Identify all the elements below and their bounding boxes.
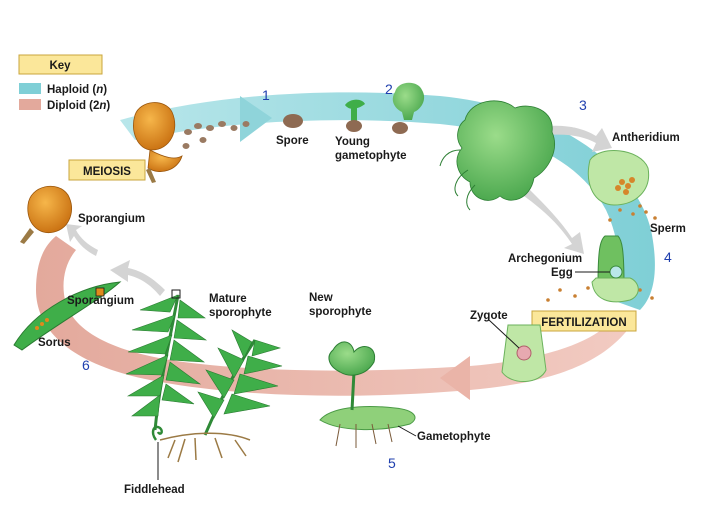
egg-icon [609,265,623,279]
stage-number-5: 5 [388,455,396,471]
haploid-swatch [19,83,41,94]
diploid-label: Diploid (2n) [47,100,110,112]
new-sporophyte-label-2: sporophyte [309,306,372,318]
mature-sporophyte-label-2: sporophyte [209,307,272,319]
diploid-swatch [19,99,41,110]
spore-label: Spore [276,135,309,147]
mature-gametophyte-icon [456,100,555,201]
sperm-label: Sperm [650,223,686,235]
fiddlehead-icon [151,425,163,441]
haploid-arrow-head [240,96,272,142]
mature-sporophyte-label: Mature [209,293,247,305]
diploid-arrow-head [440,356,470,400]
archegonium-icon [591,235,639,303]
stage-number-4: 4 [664,249,672,265]
sporangium-label: Sporangium [78,213,145,225]
stage-number-1: 1 [262,87,270,103]
fertilization-label: FERTILIZATION [541,317,626,329]
sporangium-leaf-label: Sporangium [67,295,134,307]
key-legend: Key Haploid (n) Diploid (2n) [18,54,110,112]
gametophyte-label: Gametophyte [417,431,491,443]
antheridium-label: Antheridium [612,132,680,144]
young-gametophyte-icon [345,82,425,134]
stage-number-6: 6 [82,357,90,373]
egg-label: Egg [551,267,573,279]
haploid-label: Haploid (n) [47,84,107,96]
meiosis-box [68,159,146,181]
key-title: Key [49,60,71,72]
sporangium-icon [20,186,72,244]
mature-sporophyte-icon [125,294,283,463]
meiosis-label: MEIOSIS [83,166,131,178]
stage-number-2: 2 [385,81,393,97]
rhizoids [439,149,476,211]
new-sporophyte-icon [319,341,416,448]
haploid-band [120,92,655,310]
new-sporophyte-label: New [309,292,333,304]
antheridium-icon [587,150,650,206]
zygote-label: Zygote [470,310,508,322]
fertilization-box [531,310,637,332]
sporangium-inset-marker [171,289,181,299]
sporangium-release-icon [133,102,250,183]
stage-number-3: 3 [579,97,587,113]
young-gametophyte-label-2: gametophyte [335,150,407,162]
gametophyte-pointer [397,425,417,437]
zygote-pointer [488,319,520,349]
fiddlehead-label: Fiddlehead [124,484,185,496]
leaf-with-sori-icon [13,281,122,351]
key-title-box [18,54,103,75]
zygote-icon [501,324,547,382]
archegonium-label: Archegonium [508,253,582,265]
sorus-label: Sorus [38,337,71,349]
young-gametophyte-label: Young [335,136,370,148]
spore-icon [283,114,303,128]
sperm-icons [546,204,657,302]
